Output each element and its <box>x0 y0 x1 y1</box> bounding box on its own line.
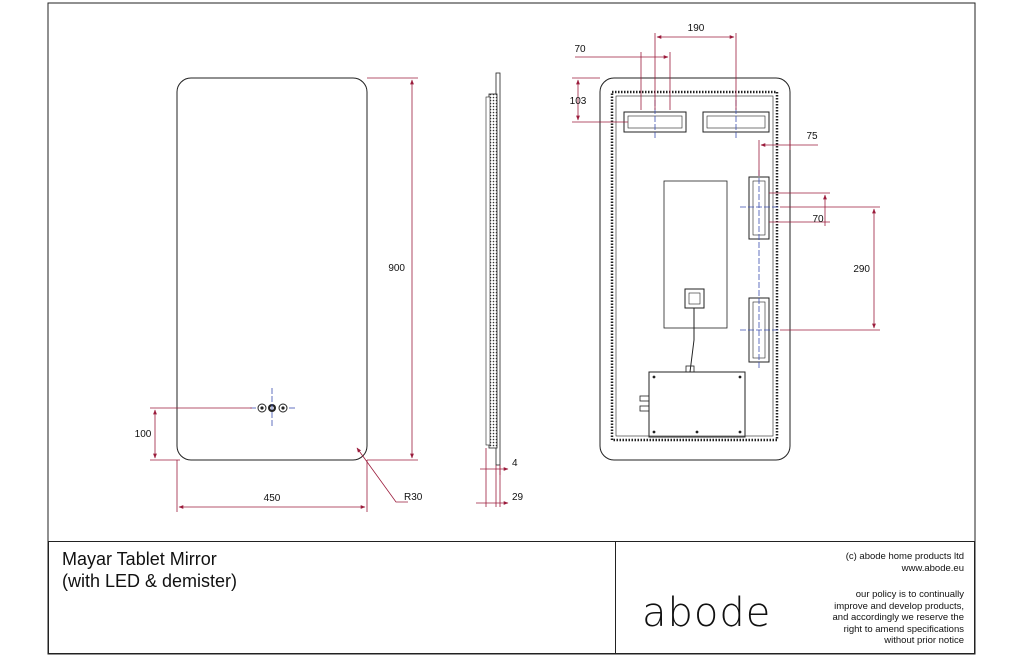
policy-line: our policy is to continually <box>855 589 964 600</box>
switch-icon-right <box>278 403 288 413</box>
width-dimension-label: 450 <box>264 493 281 504</box>
title-block-divider <box>615 542 616 653</box>
driver-width-label: 70 <box>812 214 824 225</box>
mirror-front-outline <box>176 77 368 461</box>
mirror-rear-outline <box>599 77 791 461</box>
copyright-block: (c) abode home products ltd www.abode.eu <box>846 551 964 575</box>
demister-panel <box>663 180 728 329</box>
driver-offset-label: 75 <box>806 131 818 142</box>
glass-depth-label: 4 <box>512 458 518 469</box>
connector-lower <box>639 405 650 412</box>
pad-width-label: 70 <box>574 44 586 55</box>
connector-upper <box>639 395 650 402</box>
product-name: Mayar Tablet Mirror <box>62 549 217 569</box>
policy-line: right to amend specifications <box>843 623 964 635</box>
title-block: Mayar Tablet Mirror (with LED & demister… <box>48 541 975 654</box>
brand-logo: abode <box>642 590 772 636</box>
policy-line: without prior notice <box>884 635 964 646</box>
radius-leader-line <box>356 447 408 503</box>
website-link[interactable]: www.abode.eu <box>901 563 964 574</box>
touch-switch-group <box>250 388 295 428</box>
driver-spacing-label: 290 <box>853 264 870 275</box>
front-view: 900 100 450 R30 <box>135 77 423 512</box>
policy-line: and accordingly we reserve the <box>832 612 965 623</box>
sheet-border <box>47 2 976 655</box>
sensor-box <box>684 288 705 309</box>
radius-label: R30 <box>404 492 423 503</box>
switch-height-label: 100 <box>135 429 152 440</box>
height-dimension-label: 900 <box>388 263 405 274</box>
total-depth-label: 29 <box>512 492 524 503</box>
switch-icon-left <box>257 403 267 413</box>
top-offset-label: 103 <box>570 96 587 107</box>
policy-notice: our policy is to continually improve and… <box>764 589 965 647</box>
sensor-cable <box>689 308 695 373</box>
rear-view: 190 70 103 75 70 290 <box>570 23 880 461</box>
side-view: 4 29 <box>476 72 524 507</box>
pad-spacing-label: 190 <box>688 23 705 34</box>
transformer-box <box>648 371 746 438</box>
copyright-text: (c) abode home products ltd <box>845 551 964 562</box>
policy-line: improve and develop products, <box>834 600 964 612</box>
product-subtitle: (with LED & demister) <box>62 571 238 591</box>
rear-frame-hatched <box>610 90 779 442</box>
